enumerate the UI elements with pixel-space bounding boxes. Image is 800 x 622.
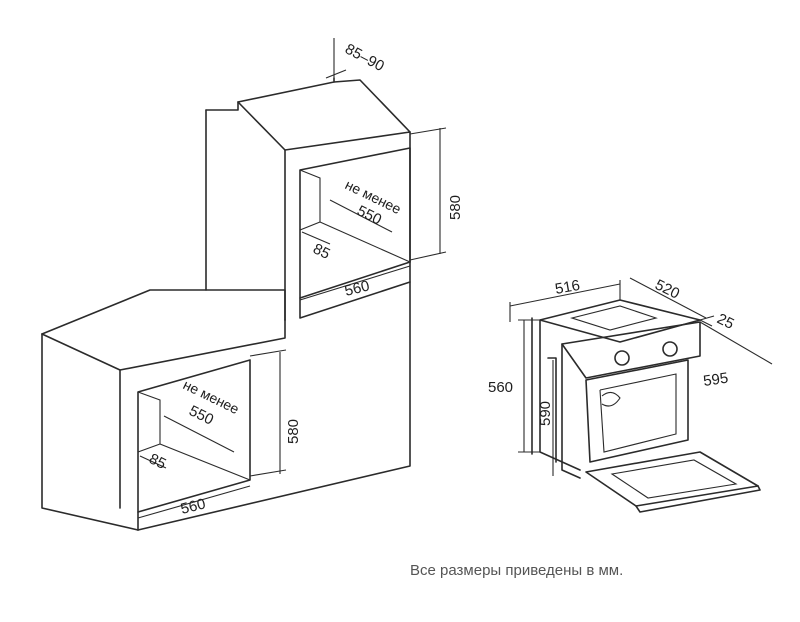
- oven-side-height-label: 560: [488, 379, 513, 396]
- oven-top-width-label: 516: [554, 277, 582, 298]
- oven-top-depth-label: 520: [652, 276, 682, 302]
- upper-height-dimension: 580: [409, 127, 464, 261]
- units-caption: Все размеры приведены в мм.: [410, 562, 624, 579]
- lower-height-dimension: 580: [249, 349, 302, 477]
- oven-front-offset-label: 25: [714, 310, 736, 333]
- upper-depth-dimension: 85: [301, 231, 333, 263]
- left-knob-icon: [614, 350, 630, 366]
- upper-depth-gap-dimension: 85–90: [325, 38, 387, 79]
- lower-width-label: 560: [179, 495, 207, 518]
- oven-control-panel: [561, 321, 701, 379]
- lower-min-dimension: не менее 550: [163, 376, 242, 453]
- oven-front-offset-dimension: 25: [699, 310, 737, 333]
- upper-cabinet: [205, 77, 411, 321]
- lower-depth-label: 85: [146, 450, 168, 473]
- oven-door: [585, 451, 759, 507]
- oven-front-height-label: 590: [537, 401, 554, 426]
- lower-width-dimension: 560: [137, 485, 251, 519]
- oven-diagonal-dimension: 595: [699, 321, 773, 390]
- upper-min-dimension: не менее 550: [329, 176, 404, 233]
- oven-top-width-dimension: 516: [509, 277, 621, 322]
- upper-height-label: 580: [447, 195, 464, 220]
- oven-side-height-dimension: 560: [488, 319, 540, 453]
- oven-cavity: [585, 359, 689, 463]
- upper-depth-label: 85: [310, 240, 332, 263]
- oven: [531, 299, 761, 513]
- lower-cabinet: [41, 281, 411, 531]
- upper-depth-gap-label: 85–90: [342, 41, 387, 76]
- lower-height-label: 580: [285, 419, 302, 444]
- oven-diagonal-label: 595: [702, 370, 729, 390]
- upper-width-label: 560: [343, 277, 371, 300]
- lower-min-value: 550: [186, 402, 216, 428]
- lower-depth-dimension: 85: [139, 450, 169, 473]
- right-knob-icon: [662, 341, 678, 357]
- upper-width-dimension: 560: [299, 265, 411, 301]
- oven-front-height-dimension: 590: [537, 360, 554, 476]
